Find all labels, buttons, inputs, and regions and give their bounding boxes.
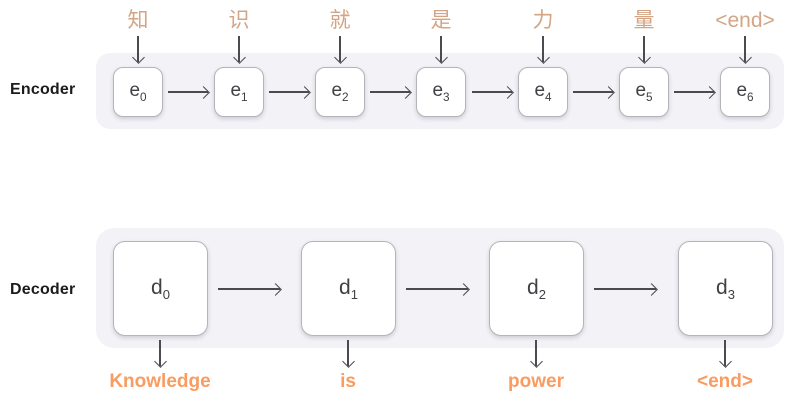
cell-base: e: [230, 80, 242, 102]
input-arrow-down-icon: [137, 36, 139, 62]
output-arrow-down-icon: [535, 340, 537, 366]
encoder-cell: e5: [619, 67, 669, 117]
decoder-cell-label: d1: [339, 276, 358, 301]
encoder-cell-label: e5: [635, 80, 652, 104]
encoder-cell: e4: [518, 67, 568, 117]
cell-sub: 4: [545, 91, 552, 104]
cell-sub: 2: [342, 91, 349, 104]
encoder-cell-label: e2: [331, 80, 348, 104]
cell-sub: 3: [727, 287, 735, 303]
encoder-flow-arrow-right-icon: [674, 91, 714, 93]
input-arrow-down-icon: [542, 36, 544, 62]
cell-sub: 2: [538, 287, 546, 303]
output-arrow-down-icon: [159, 340, 161, 366]
encoder-cell-label: e0: [129, 80, 146, 104]
input-token: 量: [633, 9, 655, 32]
decoder-cell-label: d0: [151, 276, 170, 301]
encoder-flow-arrow-right-icon: [472, 91, 512, 93]
cell-base: d: [527, 275, 539, 299]
input-token: 是: [430, 9, 452, 32]
input-token: <end>: [715, 9, 775, 32]
encoder-flow-arrow-right-icon: [370, 91, 410, 93]
cell-base: e: [534, 80, 546, 102]
input-token: 知: [127, 9, 149, 32]
output-token: <end>: [697, 371, 753, 392]
cell-sub: 1: [241, 91, 248, 104]
encoder-cell-label: e4: [534, 80, 551, 104]
cell-base: e: [432, 80, 444, 102]
input-arrow-down-icon: [744, 36, 746, 62]
input-token: 力: [532, 9, 554, 32]
cell-base: d: [151, 275, 163, 299]
encoder-cell-label: e1: [230, 80, 247, 104]
cell-base: e: [129, 80, 141, 102]
decoder-cell: d1: [301, 241, 396, 336]
input-arrow-down-icon: [440, 36, 442, 62]
cell-base: e: [331, 80, 343, 102]
cell-sub: 3: [443, 91, 450, 104]
cell-base: e: [635, 80, 647, 102]
decoder-flow-arrow-right-icon: [218, 288, 280, 290]
decoder-row-label: Decoder: [10, 281, 76, 298]
encoder-cell: e2: [315, 67, 365, 117]
decoder-cell: d2: [489, 241, 584, 336]
cell-base: d: [716, 275, 728, 299]
output-token: power: [508, 371, 564, 392]
encoder-cell: e6: [720, 67, 770, 117]
decoder-flow-arrow-right-icon: [406, 288, 468, 290]
cell-sub: 0: [140, 91, 147, 104]
output-arrow-down-icon: [347, 340, 349, 366]
encoder-flow-arrow-right-icon: [573, 91, 613, 93]
encoder-cell: e1: [214, 67, 264, 117]
encoder-flow-arrow-right-icon: [269, 91, 309, 93]
input-token: 就: [329, 9, 351, 32]
output-token: is: [340, 371, 356, 392]
decoder-cell-label: d3: [716, 276, 735, 301]
output-token: Knowledge: [109, 371, 211, 392]
decoder-cell: d0: [113, 241, 208, 336]
cell-sub: 5: [646, 91, 653, 104]
output-arrow-down-icon: [724, 340, 726, 366]
input-arrow-down-icon: [339, 36, 341, 62]
encoder-flow-arrow-right-icon: [168, 91, 208, 93]
cell-sub: 1: [350, 287, 358, 303]
input-arrow-down-icon: [238, 36, 240, 62]
encoder-row-label: Encoder: [10, 81, 76, 98]
encoder-cell: e3: [416, 67, 466, 117]
cell-base: e: [736, 80, 748, 102]
encoder-cell: e0: [113, 67, 163, 117]
decoder-flow-arrow-right-icon: [594, 288, 656, 290]
input-token: 识: [228, 9, 250, 32]
cell-base: d: [339, 275, 351, 299]
encoder-cell-label: e6: [736, 80, 753, 104]
decoder-cell: d3: [678, 241, 773, 336]
input-arrow-down-icon: [643, 36, 645, 62]
cell-sub: 6: [747, 91, 754, 104]
decoder-cell-label: d2: [527, 276, 546, 301]
cell-sub: 0: [162, 287, 170, 303]
encoder-cell-label: e3: [432, 80, 449, 104]
